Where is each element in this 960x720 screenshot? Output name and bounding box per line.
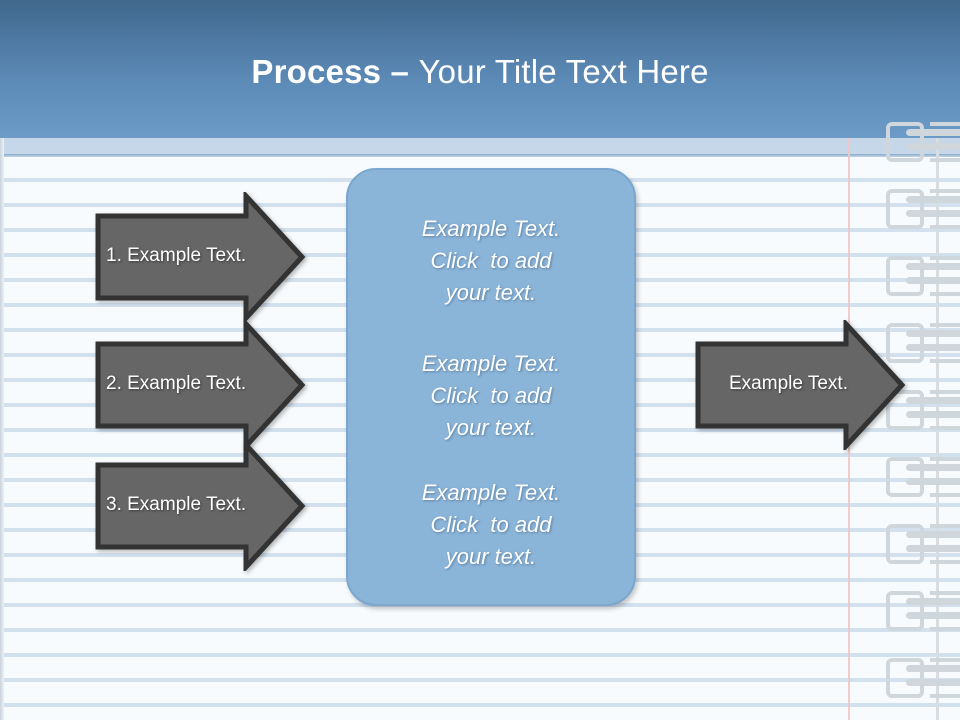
process-input-arrow-3-label: 3. Example Text. <box>106 494 247 515</box>
spiral-ring-bar <box>906 277 960 284</box>
spiral-ring-bar <box>906 531 960 538</box>
center-text-block-2-line-3: your text. <box>445 415 537 440</box>
spiral-ring-bar <box>906 330 960 337</box>
process-input-arrow-2[interactable] <box>94 320 306 450</box>
spiral-ring-tail <box>930 658 960 698</box>
paper-left-edge <box>0 138 4 720</box>
spiral-ring-bar <box>906 679 960 686</box>
spiral-ring-icon <box>886 252 960 296</box>
center-text-block-1: Example Text. Click to add your text. <box>346 213 636 309</box>
center-text-block-3-line-2: Click to add <box>430 512 552 537</box>
spiral-ring-body <box>886 256 924 296</box>
process-input-arrow-1[interactable] <box>94 192 306 322</box>
spiral-ring-body <box>886 457 924 497</box>
spiral-ring-icon <box>886 319 960 363</box>
spiral-ring-tail <box>930 457 960 497</box>
spiral-ring-icon <box>886 587 960 631</box>
center-text-block-2: Example Text. Click to add your text. <box>346 348 636 444</box>
spiral-ring-bar <box>906 545 960 552</box>
process-center-panel[interactable] <box>346 168 636 606</box>
spiral-ring-body <box>886 591 924 631</box>
process-output-arrow[interactable] <box>694 320 906 450</box>
spiral-ring-icon <box>886 520 960 564</box>
process-input-arrow-2-label: 2. Example Text. <box>106 373 247 394</box>
spiral-ring-bar <box>906 464 960 471</box>
spiral-ring-bar <box>906 143 960 150</box>
center-text-block-3-line-3: your text. <box>445 544 537 569</box>
spiral-ring-tail <box>930 323 960 363</box>
spiral-ring-tail <box>930 390 960 430</box>
spiral-ring-icon <box>886 453 960 497</box>
spiral-ring-bar <box>906 612 960 619</box>
center-text-block-2-line-1: Example Text. <box>421 351 561 376</box>
center-text-block-1-line-3: your text. <box>445 280 537 305</box>
spiral-ring-body <box>886 189 924 229</box>
spiral-ring-bar <box>906 263 960 270</box>
spiral-ring-tail <box>930 122 960 162</box>
slide-header-band: Process – Your Title Text Here <box>0 0 960 138</box>
center-text-block-2-line-2: Click to add <box>430 383 552 408</box>
spiral-ring-bar <box>906 478 960 485</box>
spiral-ring-bar <box>906 210 960 217</box>
spiral-ring-bar <box>906 598 960 605</box>
spiral-ring-bar <box>906 344 960 351</box>
spiral-ring-icon <box>886 386 960 430</box>
spiral-ring-tail <box>930 591 960 631</box>
process-output-arrow-label: Example Text. <box>729 373 848 394</box>
center-text-block-1-line-2: Click to add <box>430 248 552 273</box>
center-text-block-3: Example Text. Click to add your text. <box>346 477 636 573</box>
page-title: Process – Your Title Text Here <box>0 52 960 92</box>
page-title-bold: Process <box>251 53 382 90</box>
spiral-ring-body <box>886 524 924 564</box>
spiral-ring-bar <box>906 411 960 418</box>
paper-top-edge-line <box>0 154 960 157</box>
paper-top-band <box>0 138 960 155</box>
spiral-ring-bar <box>906 397 960 404</box>
page-title-rest: Your Title Text Here <box>418 53 709 90</box>
spiral-ring-body <box>886 323 924 363</box>
spiral-ring-body <box>886 658 924 698</box>
spiral-ring-tail <box>930 189 960 229</box>
spiral-ring-tail <box>930 256 960 296</box>
spiral-ring-icon <box>886 654 960 698</box>
process-input-arrow-1-label: 1. Example Text. <box>106 245 247 266</box>
spiral-ring-bar <box>906 196 960 203</box>
process-input-arrow-3[interactable] <box>94 441 306 571</box>
center-text-block-3-line-1: Example Text. <box>421 480 561 505</box>
spiral-ring-bar <box>906 665 960 672</box>
spiral-ring-body <box>886 122 924 162</box>
center-text-block-1-line-1: Example Text. <box>421 216 561 241</box>
page-title-dash: – <box>381 53 419 90</box>
spiral-ring-bar <box>906 129 960 136</box>
spiral-ring-tail <box>930 524 960 564</box>
spiral-ring-body <box>886 390 924 430</box>
spiral-ring-icon <box>886 118 960 162</box>
spiral-ring-icon <box>886 185 960 229</box>
